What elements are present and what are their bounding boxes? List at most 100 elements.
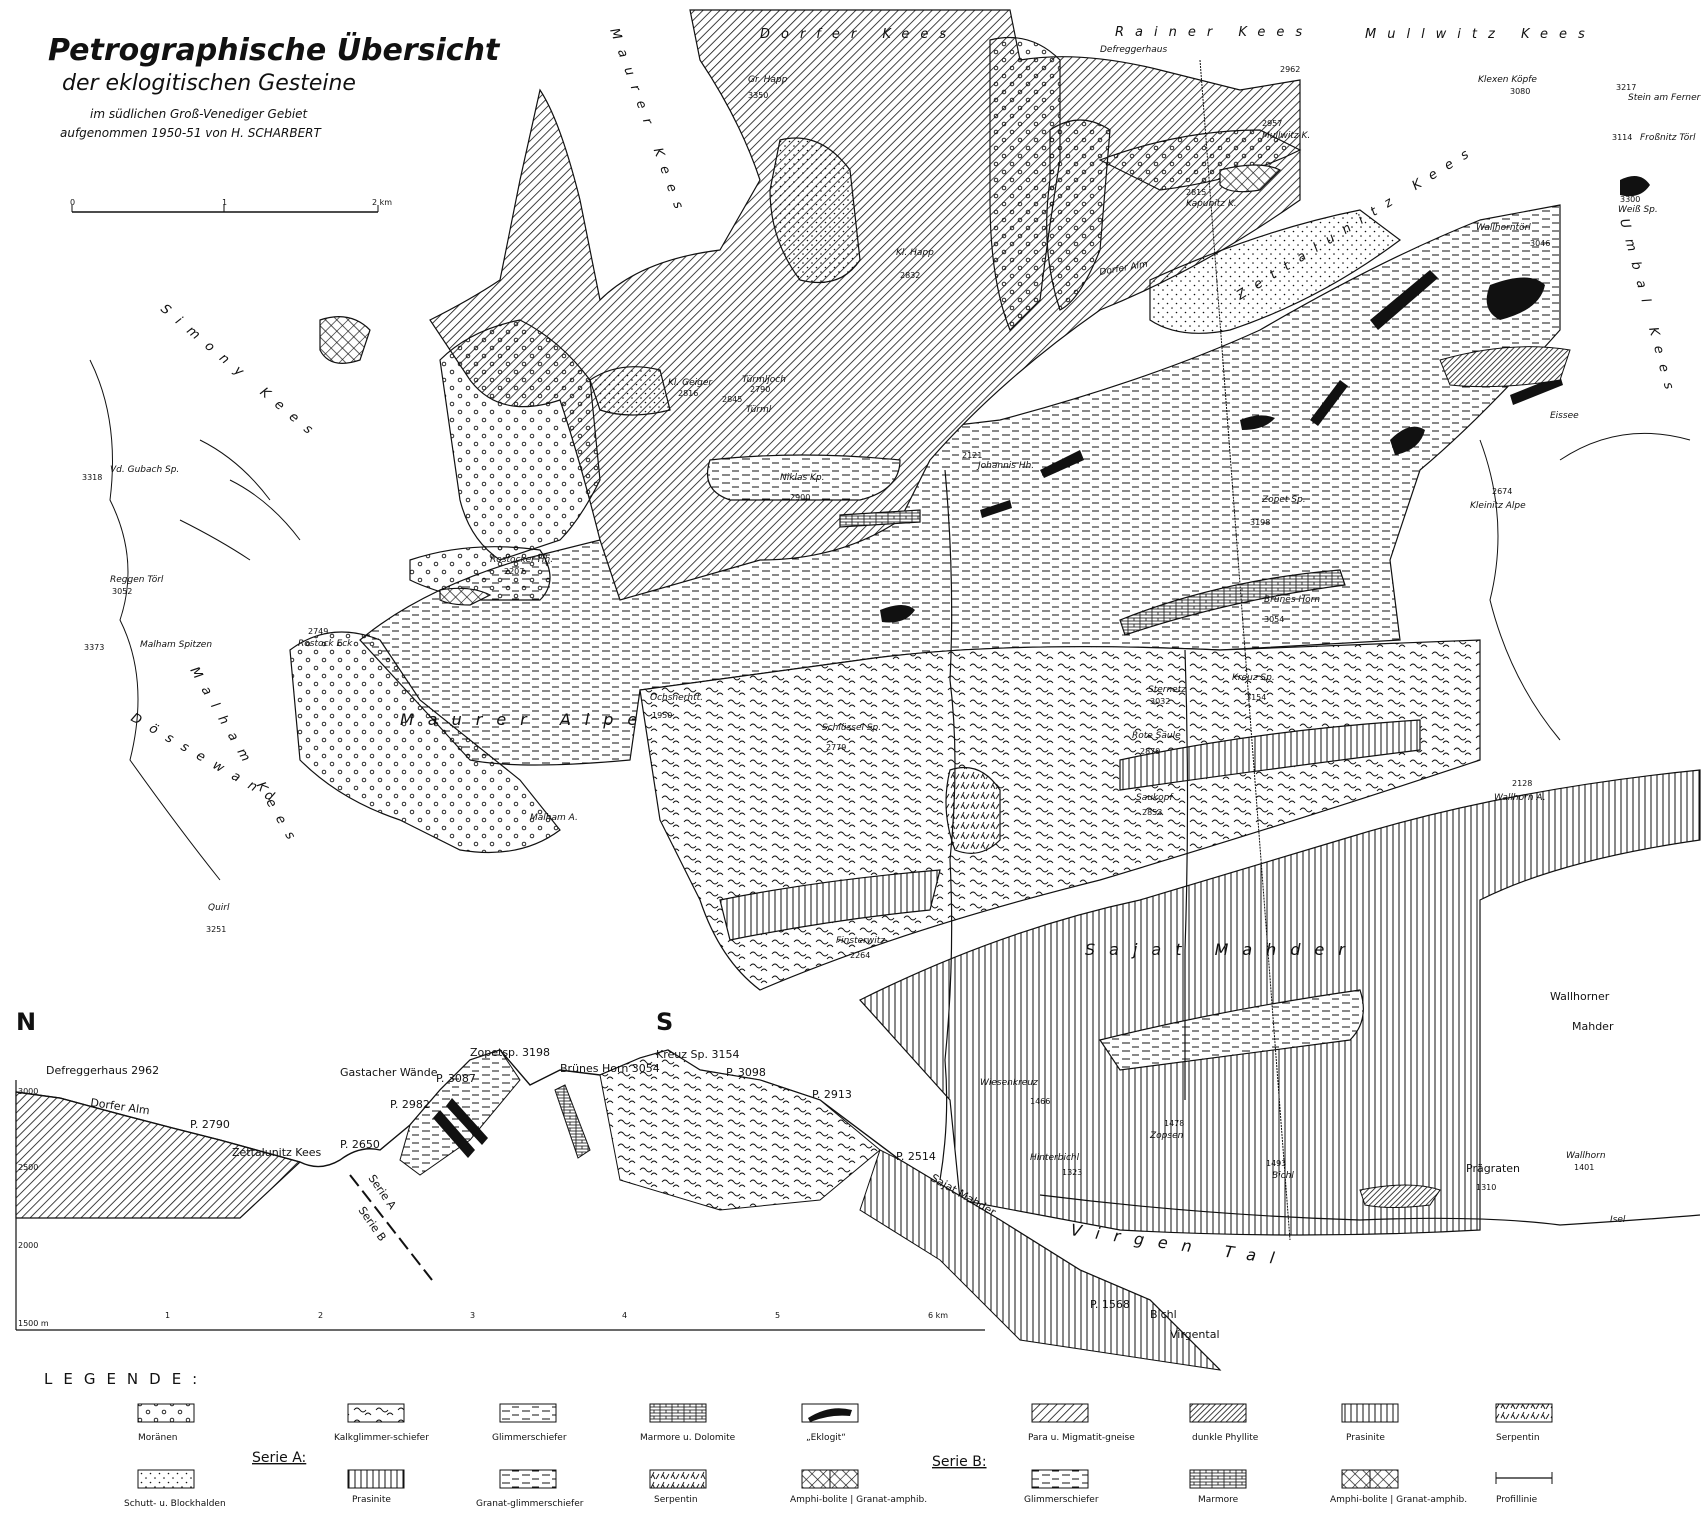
legend-item-para-migmatit: Para u. Migmatit-gneise [1028,1403,1135,1443]
svg-text:Sternetz: Sternetz [1148,685,1186,695]
section-label-zopetsp: Zopetsp. 3198 [470,1046,550,1059]
svg-text:Rostocker Hh.: Rostocker Hh. [490,555,553,565]
svg-text:1466: 1466 [1030,1097,1050,1106]
dist-tick-6: 6 km [928,1311,948,1320]
peak-niklas: Niklas Kp. 2900 [780,473,825,502]
svg-text:Hinterbichl: Hinterbichl [1030,1153,1080,1163]
peak-wiesenkreuz: Wiesenkreuz 1466 [980,1078,1050,1106]
svg-text:3300: 3300 [1620,195,1640,204]
section-kalkglimmer [599,1049,881,1211]
label-wallhorner-1: Wallhorner [1550,990,1610,1003]
label-dorfer-kees: Dorfer Kees [760,27,957,42]
svg-text:3046: 3046 [1530,239,1550,248]
unit-schutt-zettalunitz [1149,209,1402,334]
section-label-virgental: Virgental [1170,1328,1220,1341]
svg-text:3251: 3251 [206,925,226,934]
section-label-gastacher: Gastacher Wände [340,1066,438,1079]
label-rainer-kees: Rainer Kees [1115,25,1313,40]
elev-tick-2500: 2500 [18,1163,38,1172]
section-south: S [656,1008,673,1036]
legend-item-marmore-dolomite: Marmore u. Dolomite [640,1403,736,1443]
dist-tick-3: 3 [470,1311,475,1320]
svg-text:Marmore u. Dolomite: Marmore u. Dolomite [640,1433,736,1443]
legend-item-glimmer-b: Glimmerschiefer [1024,1469,1099,1505]
section-label-p3087: P. 3087 [436,1072,476,1085]
unit-schutt-happ [769,137,861,284]
svg-text:Wallhorntörl: Wallhorntörl [1476,223,1531,233]
svg-text:Serpentin: Serpentin [654,1495,698,1505]
unit-moranen-rainer [1046,119,1111,311]
peak-weiss-sp: Weiß Sp.3300 [1618,195,1658,215]
svg-text:Kleinitz Alpe: Kleinitz Alpe [1470,501,1526,511]
svg-text:2962: 2962 [1280,65,1300,74]
legend-item-moranen: Moränen [137,1403,195,1443]
legend-item-glimmer-a: Glimmerschiefer [492,1403,567,1443]
unit-eklogit-3 [1310,380,1348,426]
contour-east [1479,432,1691,741]
unit-amphibolite-lens2 [439,587,492,606]
section-label-p2790: P. 2790 [190,1118,230,1131]
unit-phyllite-2 [1359,1184,1441,1208]
peak-rostocker: Rostocker Hh.2207 [490,555,553,576]
svg-text:1950: 1950 [652,711,672,720]
peak-schlussel: Schlüssel Sp.2779 [822,723,881,752]
svg-text:Mullwitz K.: Mullwitz K. [1262,131,1310,141]
svg-text:3054: 3054 [1264,615,1284,624]
legend-item-dunkle-phyllite: dunkle Phyllite [1189,1403,1259,1443]
unit-moranen-rostock [409,546,551,601]
svg-text:dunkle Phyllite: dunkle Phyllite [1192,1433,1259,1443]
section-label-zettalunitz: Zettalunitz Kees [232,1146,322,1159]
section-label-p1568: P. 1568 [1090,1298,1130,1311]
svg-text:2900: 2900 [790,493,810,502]
svg-text:Rote Säule: Rote Säule [1132,731,1181,741]
section-eklogit-2 [446,1098,488,1145]
unit-prasinite-band1 [719,869,941,941]
peak-johannis: Johannis Hh.2121 [962,451,1034,471]
section-label-p3098: P. 3098 [726,1066,766,1079]
map-title-block: Petrographische Übersicht der eklogitisc… [48,31,501,140]
section-label-serie-b: Serie B [356,1204,389,1244]
label-isel: Isel [1610,1215,1626,1225]
unit-eklogit-2 [1370,270,1438,330]
svg-text:Malham Spitzen: Malham Spitzen [140,640,212,650]
legend-item-prasinite-b: Prasinite [1341,1403,1399,1443]
legend-item-serpentin-b: Serpentin [1495,1403,1553,1443]
svg-text:Wiesenkreuz: Wiesenkreuz [980,1078,1038,1088]
svg-text:Rostock Eck: Rostock Eck [298,639,353,649]
svg-text:3217: 3217 [1616,83,1636,92]
river-mahder [1184,649,1189,1100]
elev-tick-3000: 3000 [18,1087,38,1096]
contour-west-1 [89,359,221,881]
map-subtitle: der eklogitischen Gesteine [62,71,356,96]
unit-amphibolite-lens3 [319,316,371,364]
unit-eklogit-9 [1620,176,1650,197]
svg-text:Profillinie: Profillinie [1496,1495,1538,1505]
section-label-p2913: P. 2913 [812,1088,852,1101]
unit-moranen-maurer [439,319,601,561]
unit-eklogit-6 [1040,450,1084,478]
section-label-kreuz: Kreuz Sp. 3154 [656,1048,739,1061]
map-title: Petrographische Übersicht [48,31,501,68]
legend-item-schutt: Schutt- u. Blockhalden [124,1469,226,1509]
svg-text:2264: 2264 [850,951,870,960]
legend-item-kalkglimmer: Kalkglimmer-schiefer [334,1403,429,1443]
svg-text:Prägraten: Prägraten [1466,1162,1520,1175]
svg-text:Defreggerhaus: Defreggerhaus [1100,45,1167,55]
svg-text:„Eklogit“: „Eklogit“ [806,1433,846,1443]
svg-text:Niklas Kp.: Niklas Kp. [780,473,825,483]
svg-text:Serpentin: Serpentin [1496,1433,1540,1443]
contour-west-2 [179,439,301,561]
svg-text:Kl. Happ: Kl. Happ [896,248,934,258]
svg-text:Para u. Migmatit-gneise: Para u. Migmatit-gneise [1028,1433,1135,1443]
svg-text:2121: 2121 [962,451,982,460]
